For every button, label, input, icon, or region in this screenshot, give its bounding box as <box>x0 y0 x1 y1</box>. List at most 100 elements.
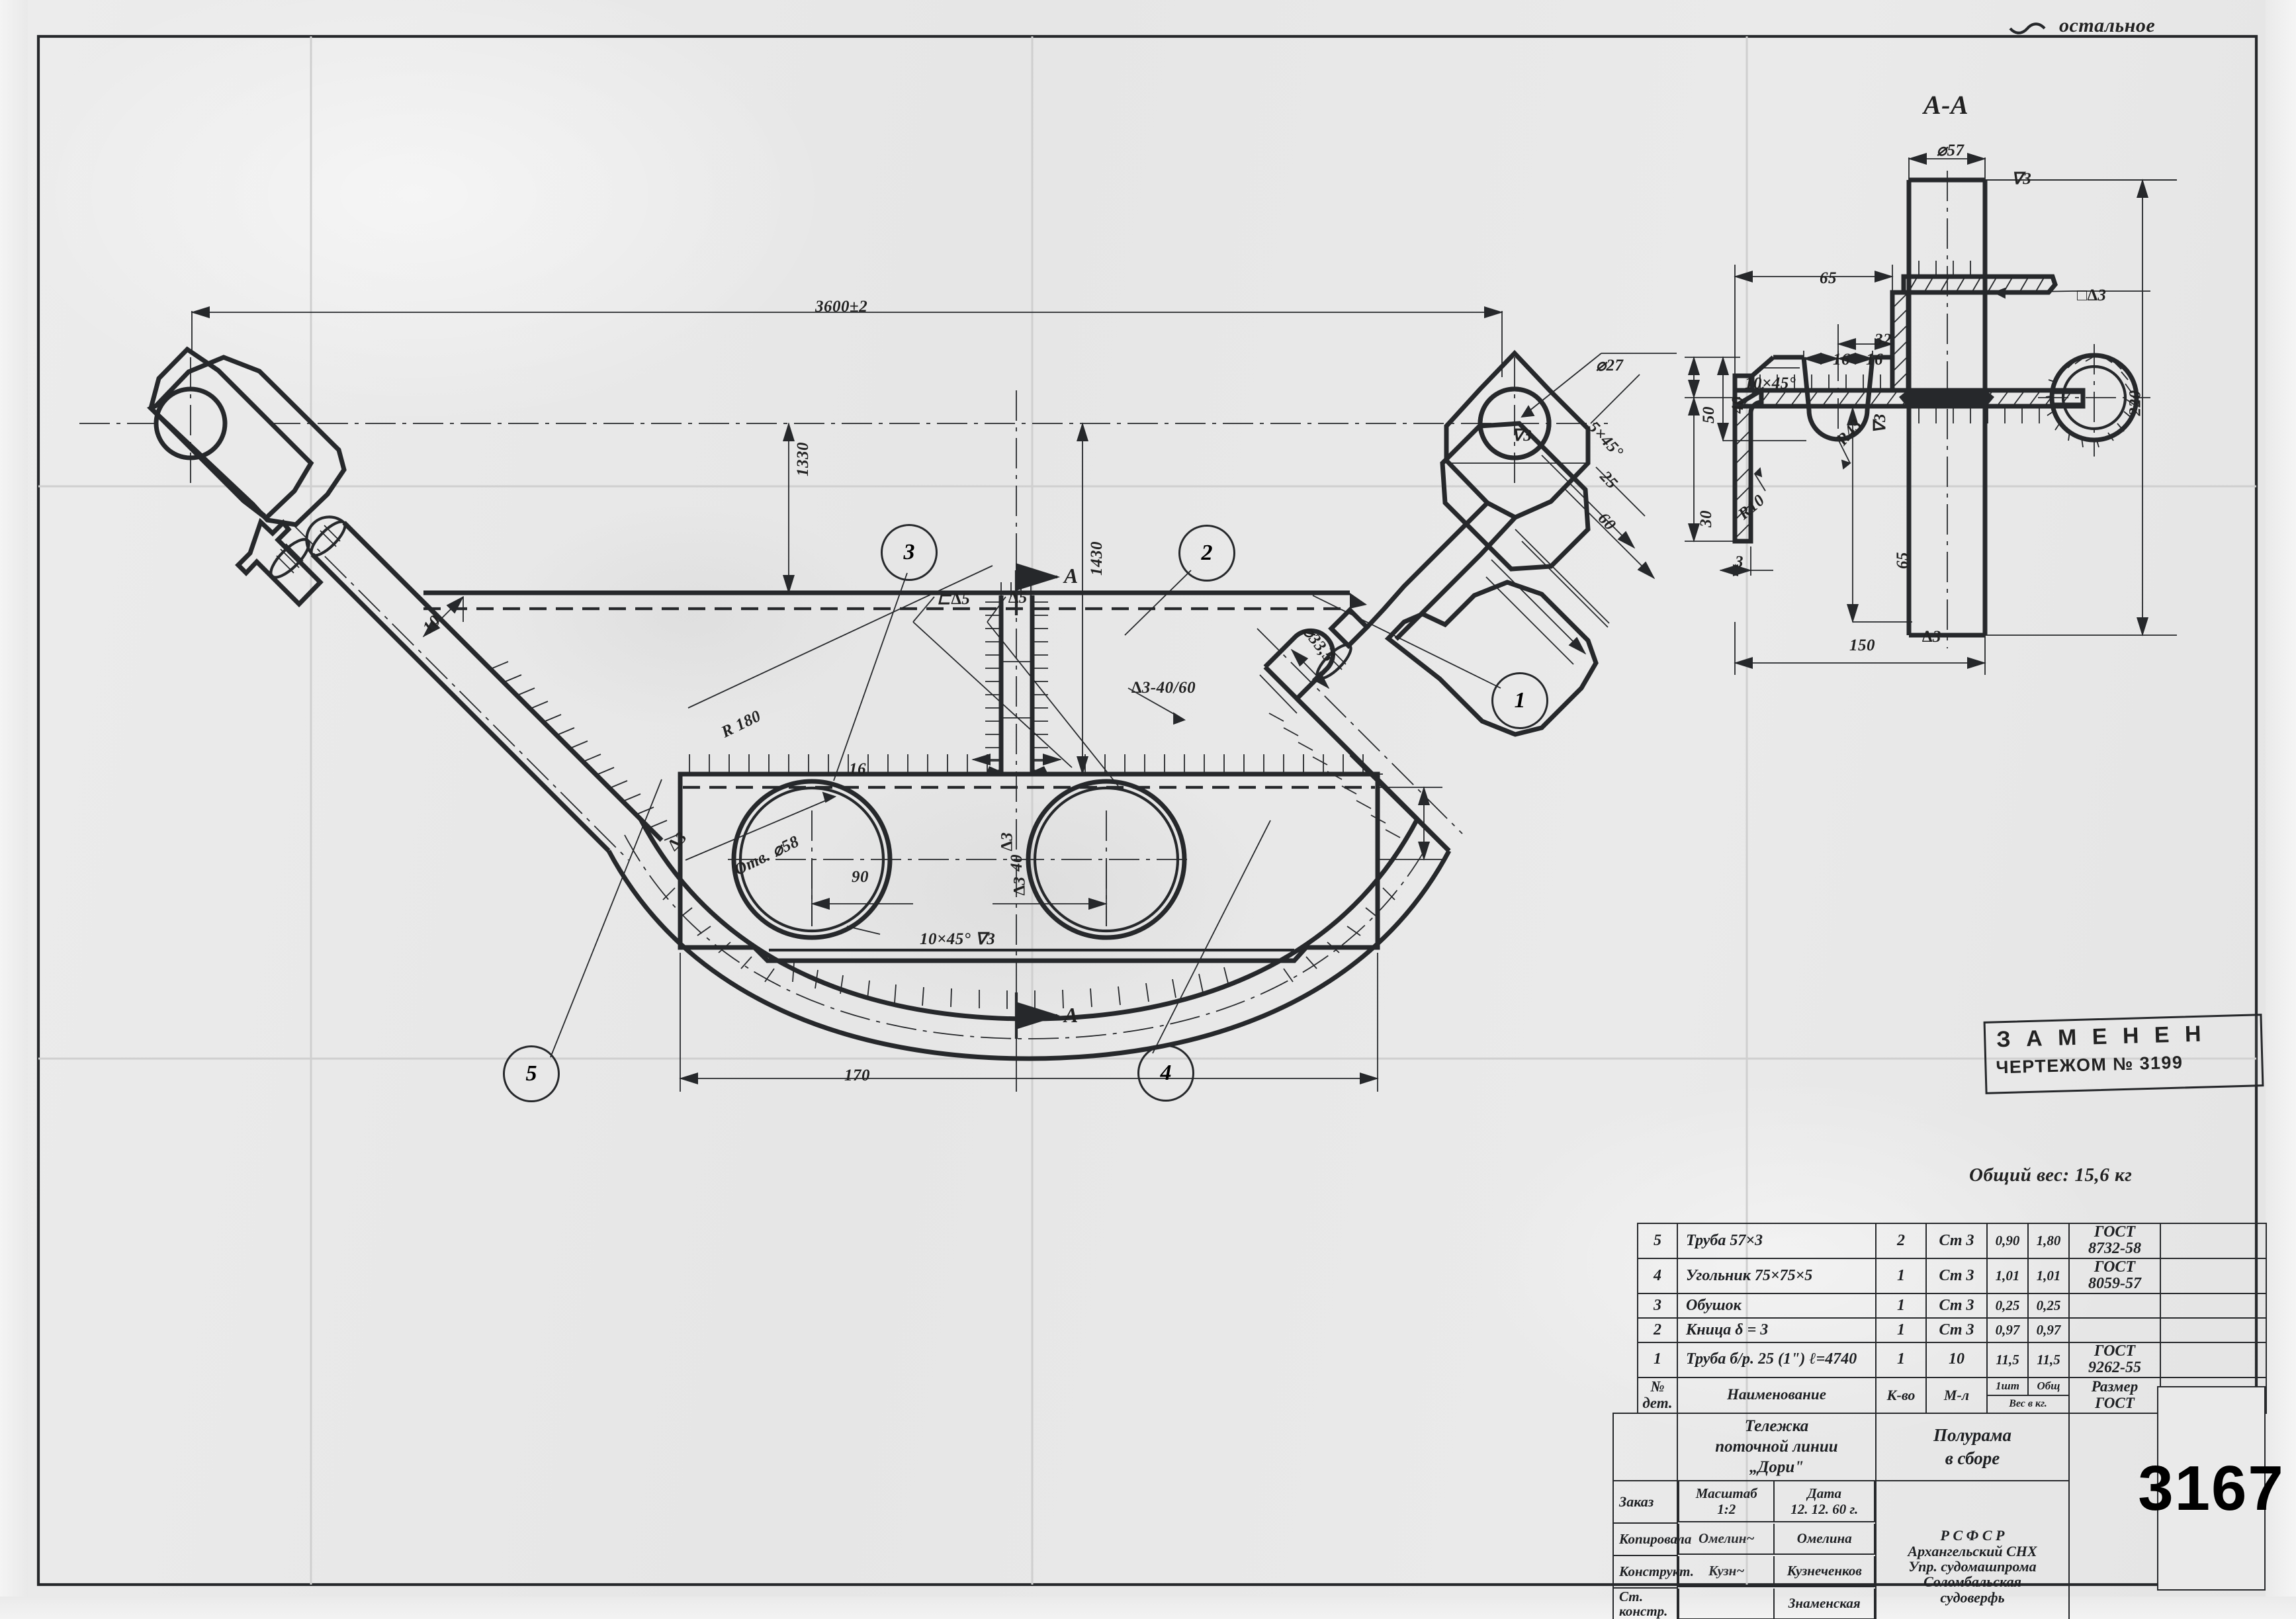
bom-col-w2: Общ <box>2037 1379 2060 1393</box>
section-dim-17: ∆3 <box>1922 628 1941 646</box>
gusset-plate <box>423 590 1367 611</box>
balloon-2[interactable]: 2 <box>1178 525 1235 582</box>
stamp-line-1: З А М Е Н Е Н <box>1996 1021 2207 1053</box>
bom-cell-num: 3 <box>1637 1292 1678 1319</box>
role-sign-2 <box>1678 1588 1775 1619</box>
bom-cell-extra <box>2160 1223 2267 1259</box>
bom-cell-num: 5 <box>1637 1223 1678 1259</box>
title-meta-row: Заказ Масштаб 1:2 Дата 12. 12. 60 г. Р С… <box>1612 1479 2266 1619</box>
bom-cell-name: Труба 57×3 <box>1677 1223 1877 1259</box>
bom-cell-w2: 0,97 <box>2027 1317 2070 1343</box>
bom-cell-gost <box>2068 1292 2161 1319</box>
bom-cell-w2: 1,01 <box>2027 1257 2070 1294</box>
bom-cell-extra <box>2160 1317 2267 1343</box>
section-dim-5: 32 <box>1875 331 1892 349</box>
balloon-3[interactable]: 3 <box>881 524 938 581</box>
section-dim-8: 50 <box>1700 406 1718 423</box>
role-row: Конструкт. Кузн~ Кузнеченков <box>1612 1554 2266 1589</box>
bom-cell-qty: 1 <box>1875 1257 1927 1294</box>
frame-bottom-centerline <box>624 834 1434 1039</box>
bom-cell-num: 4 <box>1637 1257 1678 1294</box>
role-name-2: Знаменская <box>1775 1588 1875 1619</box>
section-a-a <box>1685 153 2177 675</box>
section-dim-15: 3 <box>1735 553 1744 571</box>
section-dim-9: 40 <box>1729 396 1747 414</box>
bom-spacer <box>1613 1293 1638 1318</box>
main-dim-16: 10×45° ∇3 <box>920 930 996 948</box>
total-weight-text: Общий вес: 15,6 кг <box>1969 1164 2133 1186</box>
left-weld-ticks <box>492 661 681 841</box>
section-dim-3: 220 <box>2126 390 2144 416</box>
main-dim-21: ∆3 <box>998 832 1016 852</box>
bom-cell-w2: 11,5 <box>2027 1341 2070 1378</box>
bom-cell-num: 1 <box>1637 1341 1678 1378</box>
date-value: 12. 12. 60 г. <box>1790 1501 1859 1518</box>
role-name-1: Кузнеченков <box>1775 1555 1875 1587</box>
main-dim-3: 170 <box>844 1067 870 1084</box>
bom-cell-w1: 1,01 <box>1986 1257 2029 1294</box>
bom-cell-name: Обушок <box>1677 1292 1877 1319</box>
role-label-0: Копировала <box>1612 1522 1691 1556</box>
right-lug-plate <box>1384 580 1599 737</box>
section-dim-6: 16 <box>1833 351 1850 369</box>
left-tube <box>310 521 642 853</box>
bom-cell-w1: 0,25 <box>1986 1292 2029 1319</box>
surface-finish-symbol <box>2009 22 2046 34</box>
section-dim-18: 150 <box>1849 636 1875 654</box>
bom-cell-extra <box>2160 1257 2267 1294</box>
main-dim-19: ∆5 <box>1008 589 1028 607</box>
sheet-left-edge <box>0 0 28 1619</box>
bom-col-qty: К-во <box>1875 1376 1927 1414</box>
section-mark-bottom: А <box>1064 1003 1079 1027</box>
bottom-weld-ticks <box>662 887 1395 983</box>
bom-cell-mat: Ст 3 <box>1925 1223 1988 1259</box>
left-lug-tail <box>149 406 267 518</box>
frame-bottom-outer-arc <box>606 850 1452 1061</box>
bom-cell-extra <box>2160 1341 2267 1378</box>
main-dim-22: ∆3 <box>1010 876 1029 896</box>
main-dim-4: 90 <box>852 868 869 886</box>
main-dim-18: ⊏∆5 <box>937 590 971 608</box>
main-dim-0: 3600±2 <box>815 298 868 316</box>
role-row: Ст. констр. Знаменская <box>1612 1587 2266 1619</box>
bom-cell-mat: Ст 3 <box>1925 1257 1988 1294</box>
left-arm-pipe <box>342 521 664 842</box>
bom-spacer <box>1613 1342 1638 1378</box>
balloon-5[interactable]: 5 <box>503 1045 560 1102</box>
balloon-label-4: 4 <box>1160 1061 1172 1085</box>
section-dim-7: 16 <box>1866 351 1883 369</box>
bom-spacer <box>1613 1318 1638 1342</box>
bom-cell-name: Угольник 75×75×5 <box>1677 1257 1877 1294</box>
section-dim-2: □∆3 <box>2077 286 2107 304</box>
role-sign-1: Кузн~ <box>1678 1555 1775 1587</box>
date-label: Дата <box>1807 1485 1842 1501</box>
role-sign-0: Омелин~ <box>1678 1523 1775 1555</box>
scale-cell: Масштаб 1:2 <box>1678 1481 1775 1523</box>
section-dim-10: 10×45° <box>1745 374 1796 392</box>
section-dim-16: 65 <box>1894 552 1912 569</box>
bom-cell-w2: 0,25 <box>2027 1292 2070 1319</box>
bom-col-w1: 1шт <box>1988 1378 2029 1395</box>
balloon-label-3: 3 <box>903 540 915 564</box>
scale-value: 1:2 <box>1717 1501 1736 1518</box>
balloon-label-5: 5 <box>525 1061 537 1086</box>
balloon-4[interactable]: 4 <box>1137 1045 1194 1102</box>
section-dim-4: 65 <box>1820 269 1837 287</box>
balloon-1[interactable]: 1 <box>1491 672 1548 729</box>
section-mark-top: А <box>1064 564 1079 588</box>
role-label-1: Конструкт. <box>1612 1554 1694 1589</box>
